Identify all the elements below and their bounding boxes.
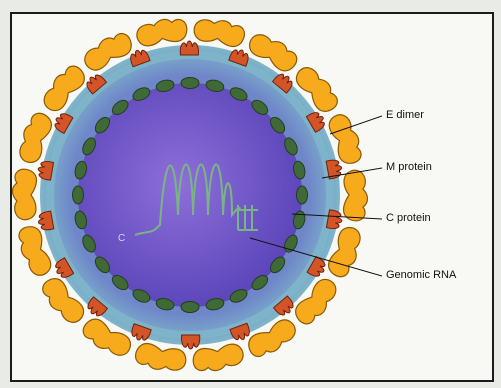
- c-protein-bead: [181, 78, 199, 89]
- nucleocapsid-core: [78, 83, 302, 307]
- c-protein-label: C protein: [386, 212, 431, 224]
- m-protein: [326, 210, 343, 230]
- m-protein: [37, 160, 54, 180]
- c-protein-bead: [297, 186, 308, 204]
- e-dimer: [135, 16, 189, 48]
- e-dimer: [344, 170, 368, 221]
- e-dimer-label: E dimer: [386, 109, 424, 121]
- m-protein: [37, 211, 54, 231]
- e-dimer: [191, 342, 245, 374]
- core-mark: C: [118, 233, 125, 244]
- e-dimer: [192, 16, 246, 48]
- m-protein-label: M protein: [386, 161, 432, 173]
- c-protein-bead: [181, 302, 199, 313]
- e-dimer: [13, 169, 37, 220]
- genomic-rna-label: Genomic RNA: [386, 269, 456, 281]
- e-dimer: [134, 342, 188, 374]
- m-protein: [180, 41, 198, 55]
- m-protein: [182, 335, 200, 349]
- c-protein-bead: [73, 186, 84, 204]
